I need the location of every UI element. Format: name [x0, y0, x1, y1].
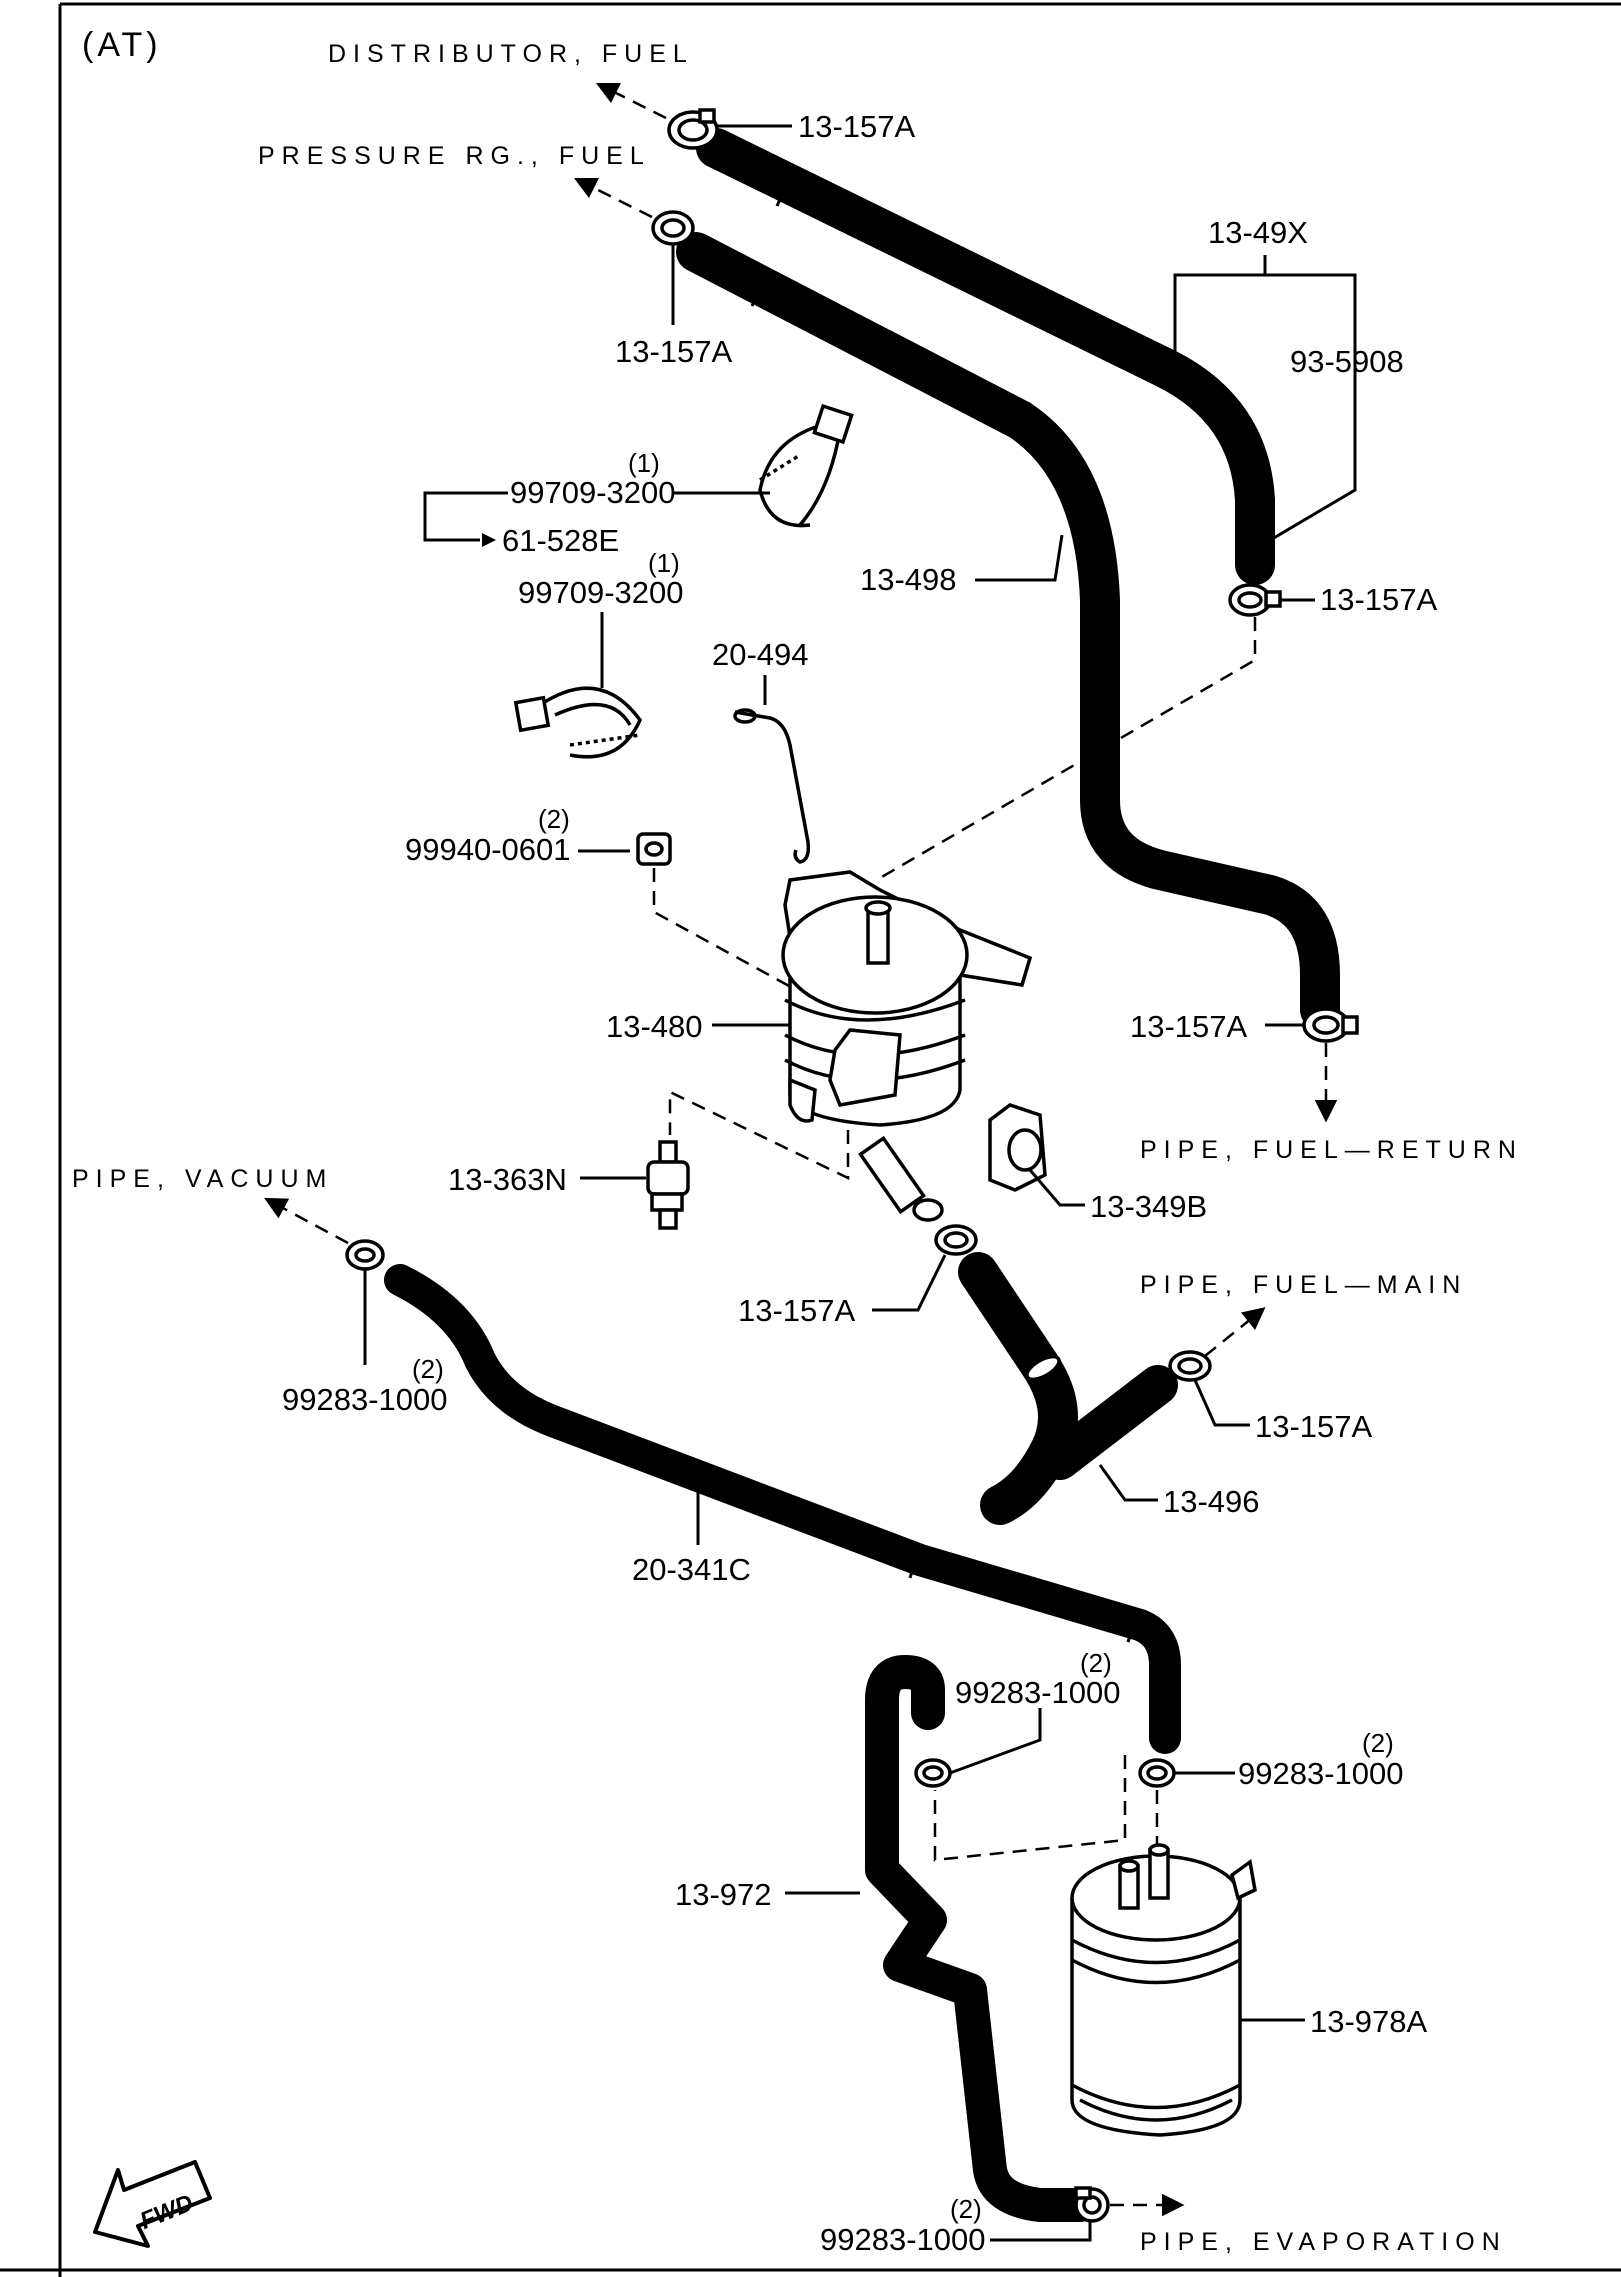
dest-distributor-fuel: DISTRIBUTOR, FUEL: [328, 40, 694, 68]
bracket-20-494-icon: [733, 708, 811, 864]
label-clip-b-qty: (2): [1362, 1728, 1394, 1758]
label-band-ref: 61-528E: [502, 523, 619, 558]
label-connector: 13-349B: [1090, 1189, 1207, 1224]
label-clamp-ret: 13-157A: [1130, 1009, 1248, 1044]
nut-icon: [636, 832, 672, 866]
label-hose-vac: 20-341C: [632, 1552, 751, 1587]
label-hose-ret: 93-5908: [1290, 344, 1404, 379]
leader-clip-c: [990, 2222, 1092, 2242]
dest-pipe-evaporation: PIPE, EVAPORATION: [1140, 2228, 1507, 2256]
label-valve: 13-363N: [448, 1162, 567, 1197]
label-clamp-top2: 13-157A: [615, 334, 733, 369]
arrow-fuel-main: [1204, 1307, 1266, 1357]
hose-13-49x: [696, 128, 1275, 585]
dash-canister-a: [933, 1755, 1127, 1862]
label-hose-498: 13-498: [860, 562, 957, 597]
clamp-filter-icon: [934, 1224, 978, 1256]
fuel-filter-icon: [781, 870, 1033, 1222]
dest-pressure-rg-fuel: PRESSURE RG., FUEL: [258, 142, 651, 170]
clamp-top2-icon: [651, 210, 695, 246]
dash-filter-return: [879, 617, 1257, 880]
hose-13-972: [865, 1655, 1097, 2222]
hose-20-341c: [384, 1264, 1181, 1754]
label-hose-set: 13-49X: [1208, 215, 1308, 250]
label-bracket: 20-494: [712, 637, 809, 672]
leader-clamp-filter: [872, 1254, 947, 1312]
clip-b-icon: [1138, 1758, 1176, 1788]
label-band-qty1: (1): [628, 448, 660, 478]
valve-icon: [646, 1140, 690, 1230]
canister-icon: [1070, 1843, 1257, 2137]
dash-valve: [668, 1090, 850, 1180]
label-clamp-mid: 13-157A: [1320, 582, 1438, 617]
hose-13-496: [958, 1252, 1178, 1525]
label-clip-c: 99283-1000: [820, 2222, 986, 2257]
leader-band-ref: [423, 491, 508, 542]
clamp-main-icon: [1168, 1350, 1212, 1382]
leader-hose-496: [1098, 1464, 1158, 1502]
label-hose-972: 13-972: [675, 1877, 772, 1912]
leader-hose-498: [975, 534, 1064, 582]
arrow-pressure: [573, 177, 653, 219]
label-clip-b: 99283-1000: [1238, 1756, 1404, 1791]
leader-clip-a: [949, 1708, 1042, 1775]
fwd-arrow-icon: FWD: [93, 2160, 212, 2248]
connector-icon: [988, 1103, 1047, 1192]
leader-connector: [1028, 1169, 1085, 1207]
dest-pipe-fuel-main: PIPE, FUEL—MAIN: [1140, 1271, 1467, 1299]
clip-c-icon: [1074, 2186, 1110, 2223]
label-clamp-main: 13-157A: [1255, 1409, 1373, 1444]
clip-vac-icon: [345, 1239, 385, 1271]
hose-13-498: [676, 232, 1340, 1030]
label-clamp-top1: 13-157A: [798, 109, 916, 144]
clip-a-icon: [914, 1758, 952, 1788]
label-clip-c-qty: (2): [950, 2194, 982, 2224]
band-lower-icon: [513, 686, 643, 759]
arrow-distributor: [595, 82, 667, 120]
arrow-vacuum: [264, 1197, 349, 1245]
label-clip-a-qty: (2): [1080, 1648, 1112, 1678]
band-upper-icon: [758, 403, 854, 528]
label-canister: 13-978A: [1310, 2004, 1428, 2039]
bracket-13-49x: [1173, 273, 1357, 547]
label-clip-vac-qty: (2): [412, 1354, 444, 1384]
label-clamp-filter: 13-157A: [738, 1293, 856, 1328]
variant-label: (AT): [82, 26, 162, 64]
label-band1: 99709-3200: [510, 475, 676, 510]
label-clip-a: 99283-1000: [955, 1675, 1121, 1710]
clamp-top1-icon: [667, 108, 719, 150]
clamp-mid-icon: [1228, 583, 1282, 617]
dash-nut: [652, 868, 843, 1017]
label-clip-vac: 99283-1000: [282, 1382, 448, 1417]
label-filter: 13-480: [606, 1009, 703, 1044]
label-hose-496: 13-496: [1163, 1484, 1260, 1519]
leader-clamp-main: [1193, 1379, 1250, 1427]
label-nut-qty: (2): [538, 804, 570, 834]
label-band-qty2: (1): [648, 548, 680, 578]
dest-pipe-vacuum: PIPE, VACUUM: [72, 1165, 333, 1193]
clamp-ret-icon: [1302, 1007, 1359, 1043]
dest-pipe-fuel-return: PIPE, FUEL—RETURN: [1140, 1136, 1523, 1164]
label-nut: 99940-0601: [405, 832, 571, 867]
label-band2: 99709-3200: [518, 575, 684, 610]
